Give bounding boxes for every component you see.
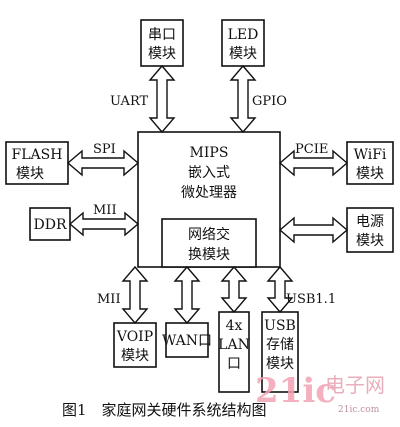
lan-port-label-port: 口 <box>227 356 241 372</box>
wifi-module-label: WiFi <box>354 147 387 163</box>
mii-ddr-label: MII <box>93 203 117 218</box>
gpio-label: GPIO <box>252 94 287 109</box>
voip-module-box <box>113 322 157 368</box>
figure-caption: 图1 家庭网关硬件系统结构图 <box>62 401 267 419</box>
lan-port-label-count: 4x <box>226 318 243 334</box>
mii-voip-label: MII <box>97 292 121 307</box>
wan-port-box <box>165 322 209 358</box>
wan-arrow <box>173 265 201 325</box>
cpu-label-mips: MIPS <box>190 145 229 161</box>
watermark-brand: 21ic <box>255 371 336 411</box>
gpio-arrow <box>229 64 257 134</box>
network-switch-label-2: 换模块 <box>188 246 230 263</box>
wan-port-label: WAN口 <box>162 333 212 349</box>
uart-label: UART <box>110 94 149 109</box>
lan-port-label-lan: LAN <box>218 337 250 353</box>
led-module-label-2: 模块 <box>229 46 257 62</box>
power-arrow <box>278 216 349 244</box>
cpu-label-embedded: 嵌入式 <box>188 165 230 181</box>
flash-module-label: FLASH <box>12 147 63 163</box>
pcie-arrow <box>278 149 349 177</box>
watermark-url: 21ic.com <box>338 405 380 415</box>
serial-module-label-2: 模块 <box>148 46 176 62</box>
network-switch-box <box>161 218 257 268</box>
flash-module-box <box>5 141 69 185</box>
serial-module-box <box>140 19 184 67</box>
network-switch-label: 网络交 <box>188 226 230 243</box>
spi-label: SPI <box>93 142 116 157</box>
voip-module-label: VOIP <box>116 329 153 345</box>
spi-arrow <box>66 149 140 177</box>
wifi-module-label-2: 模块 <box>356 166 384 182</box>
pcie-label: PCIE <box>295 142 328 157</box>
voip-arrow <box>121 265 149 325</box>
serial-module-label: 串口 <box>148 27 176 43</box>
usb-arrow <box>266 265 294 314</box>
usb-storage-label: USB <box>264 318 296 334</box>
led-module-label: LED <box>228 27 259 43</box>
voip-module-label-2: 模块 <box>121 348 149 364</box>
usb11-label: USB1.1 <box>286 292 336 307</box>
watermark-cn: 电子网 <box>325 373 385 397</box>
usb-storage-box <box>261 311 299 393</box>
power-module-label-2: 模块 <box>356 233 384 249</box>
lan-port-box <box>218 311 250 393</box>
flash-module-label-2: 模块 <box>16 166 44 182</box>
usb-storage-label-3: 模块 <box>266 356 294 372</box>
cpu-label-microprocessor: 微处理器 <box>181 185 237 201</box>
watermark-logo: 21ic 电子网 21ic.com <box>255 371 385 415</box>
usb-storage-label-2: 存储 <box>266 337 294 353</box>
power-module-label: 电源 <box>356 214 384 230</box>
uart-arrow <box>148 64 176 134</box>
mii-ddr-arrow <box>68 211 140 237</box>
ddr-module-label: DDR <box>34 217 67 233</box>
lan-arrow <box>220 265 248 314</box>
wifi-module-box <box>346 141 394 185</box>
